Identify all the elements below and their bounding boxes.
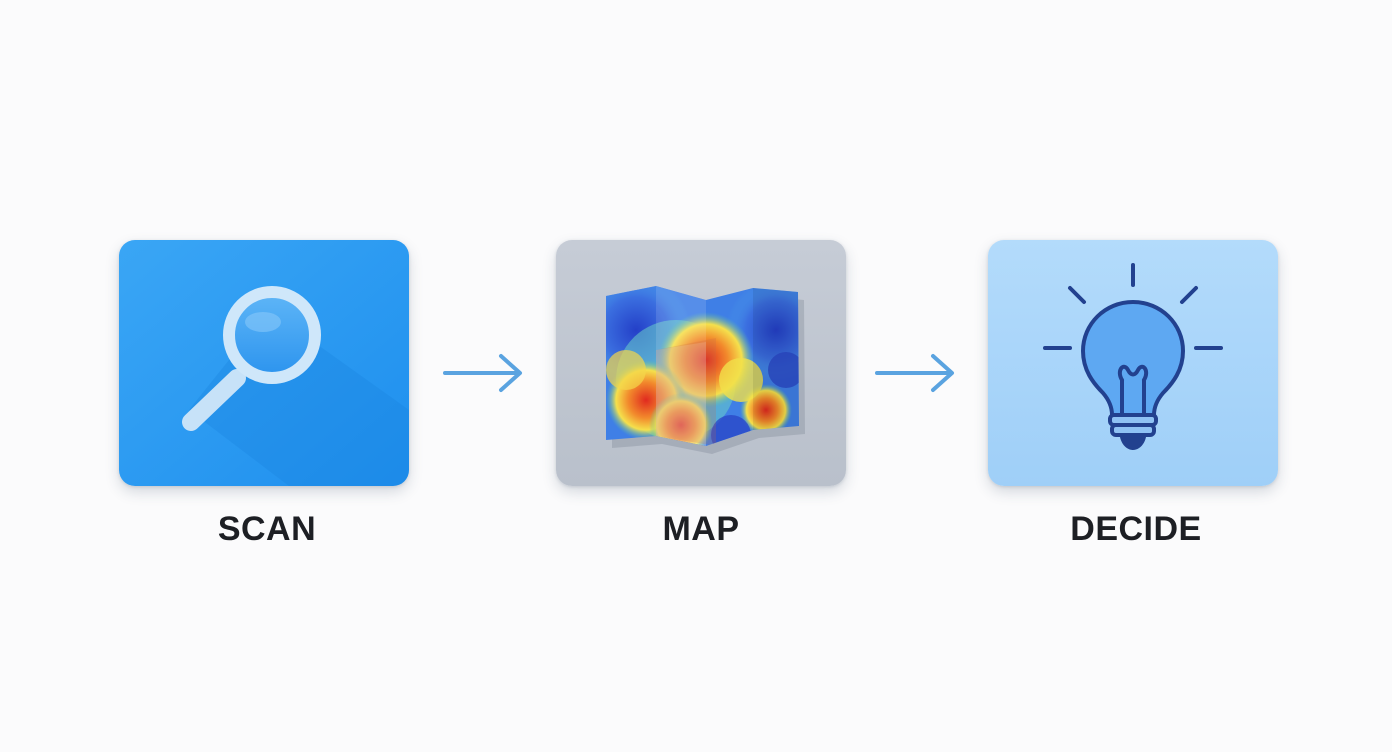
decide-label: DECIDE [1070, 510, 1202, 548]
arrow-right-icon [875, 354, 954, 392]
scan-label: SCAN [217, 510, 317, 548]
decide-card [988, 240, 1278, 486]
magnifying-glass-icon [119, 240, 409, 486]
scan-card [119, 240, 409, 486]
arrow-right-icon [443, 354, 522, 392]
map-card [556, 240, 846, 486]
folded-heatmap-icon [556, 240, 846, 486]
lightbulb-icon [988, 240, 1278, 486]
map-label: MAP [662, 510, 740, 548]
